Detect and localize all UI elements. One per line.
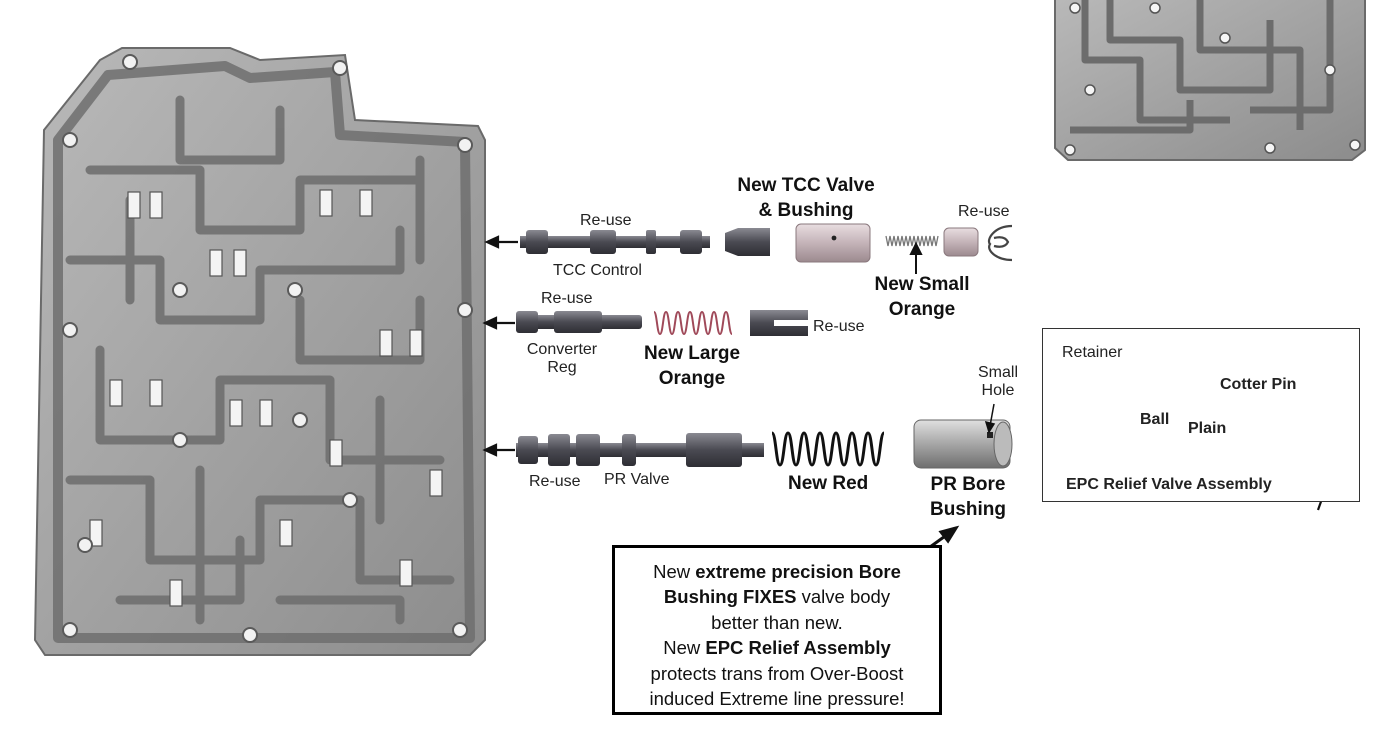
- label-new-large-orange-line1: New Large: [643, 343, 741, 364]
- label-reuse-tcc: Re-use: [580, 212, 632, 229]
- converter-retainer-clip: [750, 310, 808, 336]
- label-tcc-control: TCC Control: [553, 262, 642, 279]
- arrow-new-small-orange: [909, 241, 923, 274]
- epc-inset-box: [1042, 328, 1360, 502]
- epc-label-ball: Ball: [1140, 411, 1170, 428]
- callout-line4: New EPC Relief Assembly: [663, 637, 891, 659]
- converter-reg-valve: [516, 311, 642, 333]
- label-new-red: New Red: [788, 473, 869, 494]
- label-converter-reg-line1: Converter: [526, 341, 598, 358]
- label-new-tcc-line1: New TCC Valve: [737, 175, 875, 196]
- new-red-spring: [770, 431, 886, 467]
- valve-body-top-right-image: [1054, 0, 1366, 161]
- label-new-small-orange-line2: Orange: [888, 299, 956, 320]
- label-new-large-orange-line2: Orange: [658, 368, 726, 389]
- epc-title: EPC Relief Valve Assembly: [1066, 476, 1272, 493]
- epc-label-plain: Plain: [1188, 420, 1227, 437]
- callout-line2: Bushing FIXES valve body: [663, 586, 891, 608]
- label-small-hole: Small Hole: [966, 364, 1030, 400]
- label-pr-valve: PR Valve: [604, 471, 670, 488]
- epc-label-retainer: Retainer: [1062, 344, 1123, 361]
- arrow-pr: [482, 443, 515, 457]
- arrow-tcc: [484, 235, 518, 249]
- valve-body-image: [33, 47, 486, 656]
- callout-line6: induced Extreme line pressure!: [649, 688, 905, 710]
- label-reuse-tcc-end: Re-use: [958, 203, 1010, 220]
- label-new-small-orange: New Small Orange: [852, 272, 992, 322]
- label-reuse-clip: Re-use: [813, 318, 865, 335]
- callout-line1: New extreme precision Bore: [653, 561, 901, 582]
- tcc-retainer-clip: [987, 224, 1013, 262]
- callout-line3: better than new.: [711, 611, 843, 633]
- label-converter-reg: Converter Reg: [512, 341, 612, 377]
- label-pr-bore-line1: PR Bore: [930, 474, 1006, 495]
- label-small-hole-line1: Small: [977, 364, 1018, 381]
- tcc-end-plug: [943, 227, 979, 257]
- label-new-tcc-valve: New TCC Valve & Bushing: [716, 173, 896, 223]
- arrow-converter: [482, 316, 515, 330]
- label-converter-reg-line2: Reg: [547, 359, 577, 376]
- arrow-small-hole: [984, 403, 996, 434]
- label-new-small-orange-line1: New Small: [874, 274, 970, 295]
- label-new-large-orange: New Large Orange: [622, 341, 762, 391]
- callout-line5: protects trans from Over-Boost: [650, 662, 904, 684]
- callout-box: New extreme precision Bore Bushing FIXES…: [612, 545, 942, 715]
- tcc-control-valve: [520, 228, 770, 256]
- label-pr-bore-line2: Bushing: [930, 499, 1006, 520]
- pr-valve: [516, 433, 764, 467]
- label-pr-bore-bushing: PR Bore Bushing: [908, 472, 1028, 522]
- label-reuse-converter: Re-use: [541, 290, 593, 307]
- new-large-orange-spring: [653, 310, 733, 336]
- label-reuse-pr: Re-use: [529, 473, 581, 490]
- new-tcc-bushing: [795, 223, 871, 263]
- epc-label-cotter-pin: Cotter Pin: [1220, 376, 1297, 393]
- new-small-orange-spring: [885, 235, 939, 247]
- label-new-tcc-line2: & Bushing: [758, 200, 854, 221]
- label-small-hole-line2: Hole: [981, 382, 1015, 399]
- pr-bore-bushing: [913, 419, 1013, 469]
